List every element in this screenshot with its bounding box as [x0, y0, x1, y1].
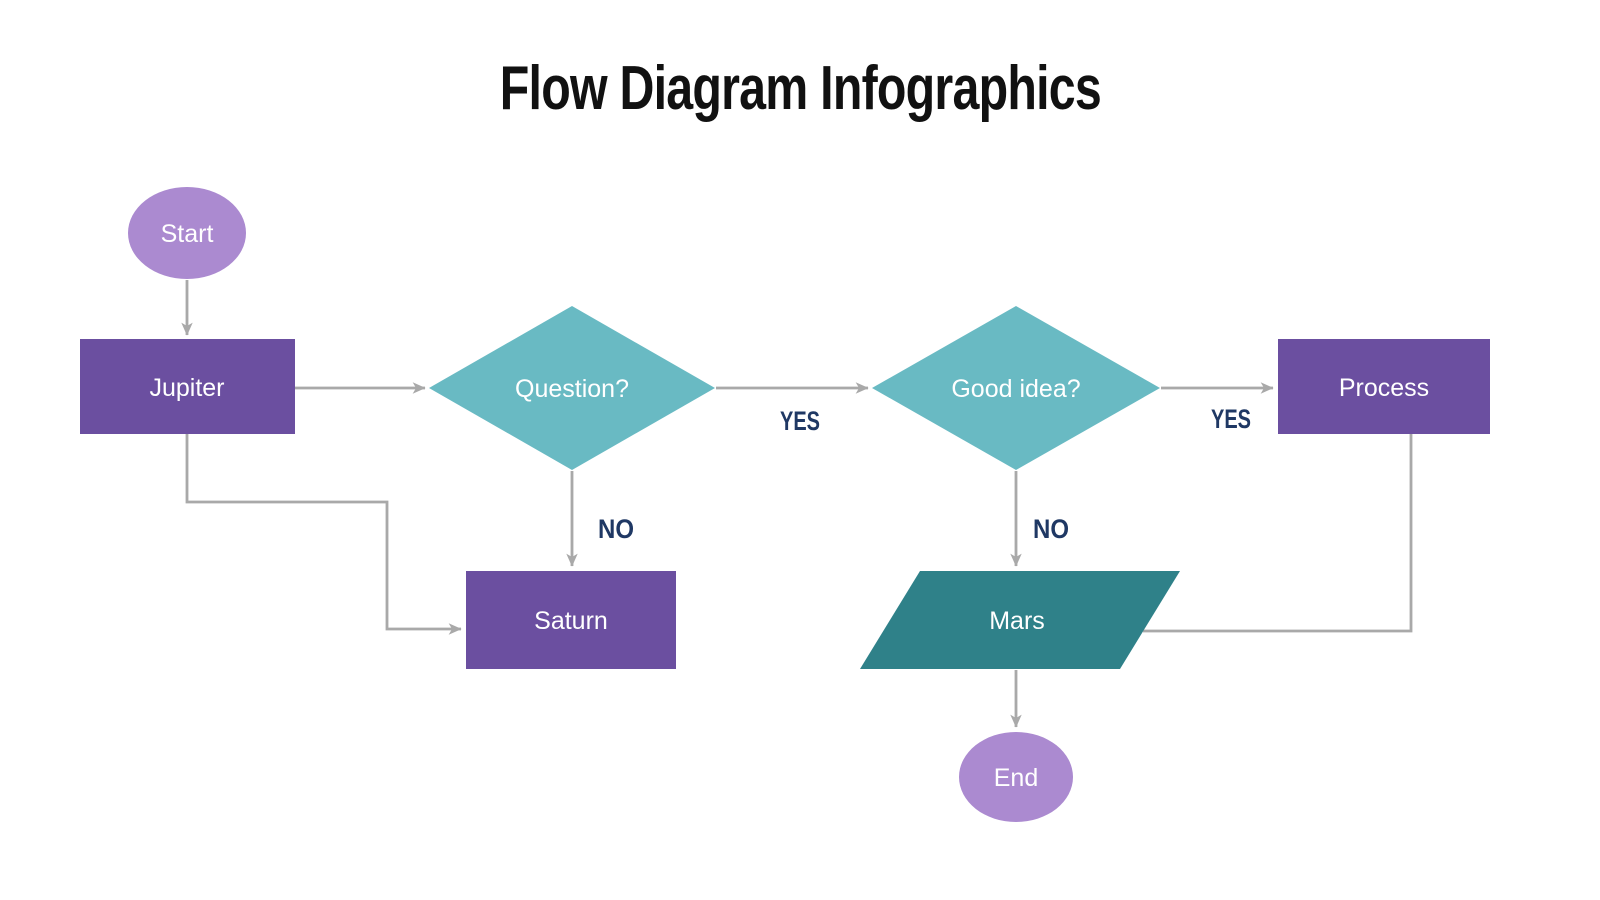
end-terminator-shape — [959, 732, 1073, 822]
saturn-process-shape — [466, 571, 676, 669]
node-process: Process — [1278, 339, 1490, 434]
question-decision-shape — [429, 306, 715, 470]
start-terminator-shape — [128, 187, 246, 279]
page-title-text: Flow Diagram Infographics — [499, 54, 1101, 123]
node-question: Question? — [429, 306, 715, 470]
good-idea-decision-shape — [872, 306, 1160, 470]
edge-process-mars — [1143, 434, 1413, 633]
jupiter-label: Jupiter — [149, 374, 224, 402]
end-label: End — [994, 764, 1038, 792]
process-label: Process — [1339, 374, 1429, 402]
mars-label: Mars — [989, 607, 1045, 635]
process-shape — [1278, 339, 1490, 434]
node-jupiter: Jupiter — [80, 339, 295, 434]
edge-label-no-1: NO — [598, 514, 634, 544]
start-label: Start — [161, 220, 214, 248]
saturn-label: Saturn — [534, 607, 608, 635]
question-label: Question? — [515, 375, 629, 403]
node-good-idea: Good idea? — [872, 306, 1160, 470]
edge-label-yes-1: YES — [780, 406, 820, 436]
edge-label-yes-2: YES — [1211, 404, 1251, 434]
mars-io-shape — [860, 571, 1180, 669]
node-start: Start — [128, 187, 246, 279]
node-mars: Mars — [860, 571, 1180, 669]
node-end: End — [959, 732, 1073, 822]
page-title: Flow Diagram Infographics — [0, 56, 1600, 121]
edge-label-no-2: NO — [1033, 514, 1069, 544]
good-idea-label: Good idea? — [951, 375, 1080, 403]
node-saturn: Saturn — [466, 571, 676, 669]
jupiter-process-shape — [80, 339, 295, 434]
edge-jupiter-saturn — [185, 434, 462, 635]
